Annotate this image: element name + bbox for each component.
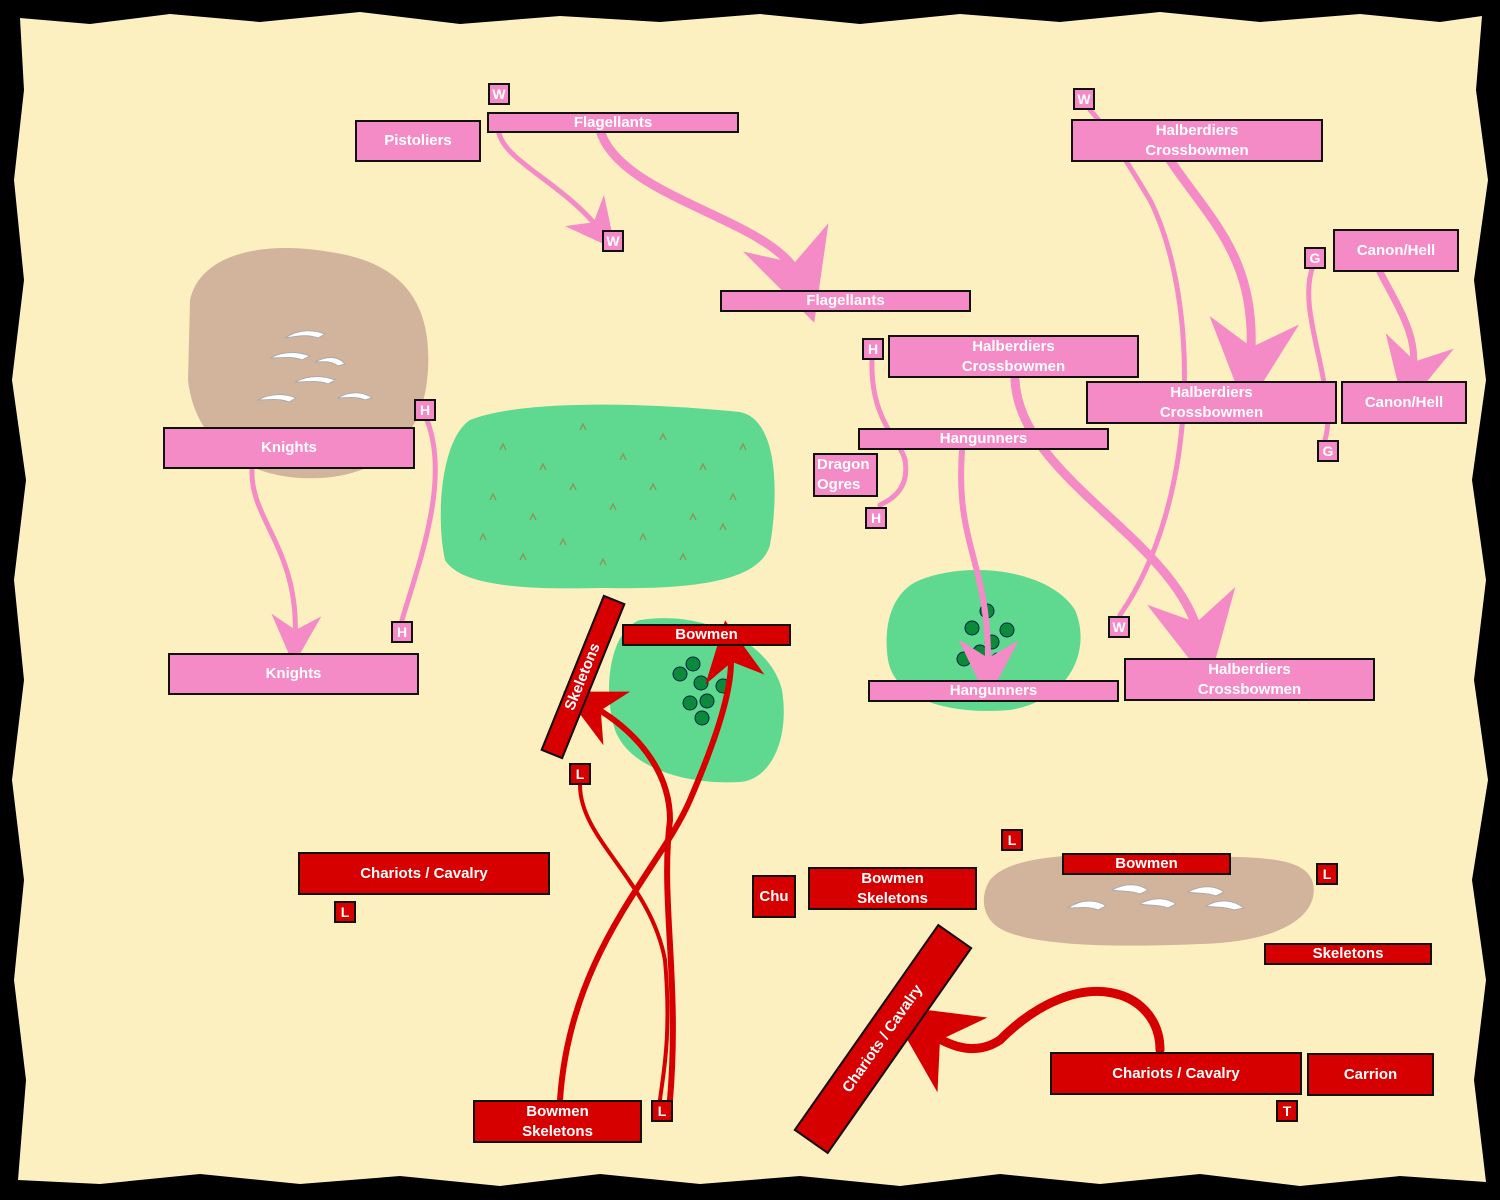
- unit-knights-start[interactable]: Knights: [163, 427, 415, 469]
- arrow-halberd-start: [1165, 155, 1300, 410]
- marker-l[interactable]: L: [1316, 863, 1338, 885]
- arrow-hangunners: [958, 447, 1019, 700]
- unit-chu[interactable]: Chu: [752, 875, 796, 918]
- unit-cannon-hellblaster-end[interactable]: Canon/Hell: [1341, 381, 1467, 424]
- unit-pistoliers[interactable]: Pistoliers: [355, 120, 481, 162]
- marker-g[interactable]: G: [1304, 247, 1326, 269]
- hill-northwest-crests: [256, 330, 374, 403]
- unit-dragon-ogres[interactable]: Dragon Ogres: [813, 453, 878, 497]
- arrow-flagellants: [595, 125, 829, 323]
- unit-bowmen-skeletons-right[interactable]: Bowmen Skeletons: [808, 867, 977, 910]
- arrow-bowmen-skeletons-1: [557, 620, 765, 1103]
- marker-l[interactable]: L: [1001, 829, 1023, 851]
- parchment-background: [12, 12, 1488, 1186]
- marker-l[interactable]: L: [651, 1100, 673, 1122]
- marker-w[interactable]: W: [1073, 88, 1095, 110]
- undead-movement-arrows: [557, 620, 1165, 1103]
- marker-l[interactable]: L: [334, 901, 356, 923]
- unit-chariots-cavalry-right[interactable]: Chariots / Cavalry: [1050, 1052, 1302, 1095]
- marker-h[interactable]: H: [414, 399, 436, 421]
- arrow-knights: [249, 467, 322, 665]
- marker-l[interactable]: L: [569, 763, 591, 785]
- hill-northwest: [188, 248, 429, 479]
- unit-hangunners-end[interactable]: Hangunners: [868, 680, 1119, 702]
- arrow-dragon-h: [869, 357, 909, 508]
- marker-t[interactable]: T: [1276, 1100, 1298, 1122]
- arrow-cannon: [1376, 268, 1454, 410]
- marker-h[interactable]: H: [865, 507, 887, 529]
- arrow-knights-h: [399, 417, 438, 623]
- unit-chariots-cavalry-left[interactable]: Chariots / Cavalry: [298, 852, 550, 895]
- marker-w[interactable]: W: [1108, 616, 1130, 638]
- unit-bowmen-woods[interactable]: Bowmen: [622, 624, 791, 646]
- arrow-chariots: [887, 987, 1165, 1093]
- unit-halberdiers-crossbowmen-mid[interactable]: Halberdiers Crossbowmen: [1086, 381, 1337, 424]
- unit-skeletons-right[interactable]: Skeletons: [1264, 943, 1432, 965]
- unit-knights-end[interactable]: Knights: [168, 653, 419, 695]
- unit-carrion[interactable]: Carrion: [1307, 1053, 1434, 1096]
- unit-flagellants-start[interactable]: Flagellants: [487, 112, 739, 133]
- unit-cannon-hellblaster-start[interactable]: Canon/Hell: [1333, 229, 1459, 272]
- marker-g[interactable]: G: [1317, 440, 1339, 462]
- arrow-flagellants-w: [495, 125, 616, 250]
- arrow-bowmen-skeletons-2: [563, 691, 676, 1103]
- unit-bowmen-skeletons-bottom[interactable]: Bowmen Skeletons: [473, 1100, 642, 1143]
- woods-center-grass: [479, 422, 747, 566]
- hill-southeast-crests: [1066, 884, 1246, 911]
- arrow-l-marker: [578, 783, 670, 1102]
- marker-h[interactable]: H: [862, 338, 884, 360]
- unit-hangunners-start[interactable]: Hangunners: [858, 428, 1109, 450]
- unit-bowmen-hill[interactable]: Bowmen: [1062, 853, 1231, 875]
- unit-halberdiers-crossbowmen-end[interactable]: Halberdiers Crossbowmen: [1124, 658, 1375, 701]
- unit-halberdiers-crossbowmen-start[interactable]: Halberdiers Crossbowmen: [1071, 119, 1323, 162]
- marker-h[interactable]: H: [391, 621, 413, 643]
- arrow-halberd-center: [1010, 375, 1236, 685]
- unit-halberdiers-crossbowmen-center[interactable]: Halberdiers Crossbowmen: [888, 335, 1139, 378]
- marker-w[interactable]: W: [488, 83, 510, 105]
- unit-flagellants-end[interactable]: Flagellants: [720, 290, 971, 312]
- woods-center: [440, 404, 775, 589]
- arrow-gunline-g: [1306, 263, 1331, 443]
- marker-w[interactable]: W: [602, 230, 624, 252]
